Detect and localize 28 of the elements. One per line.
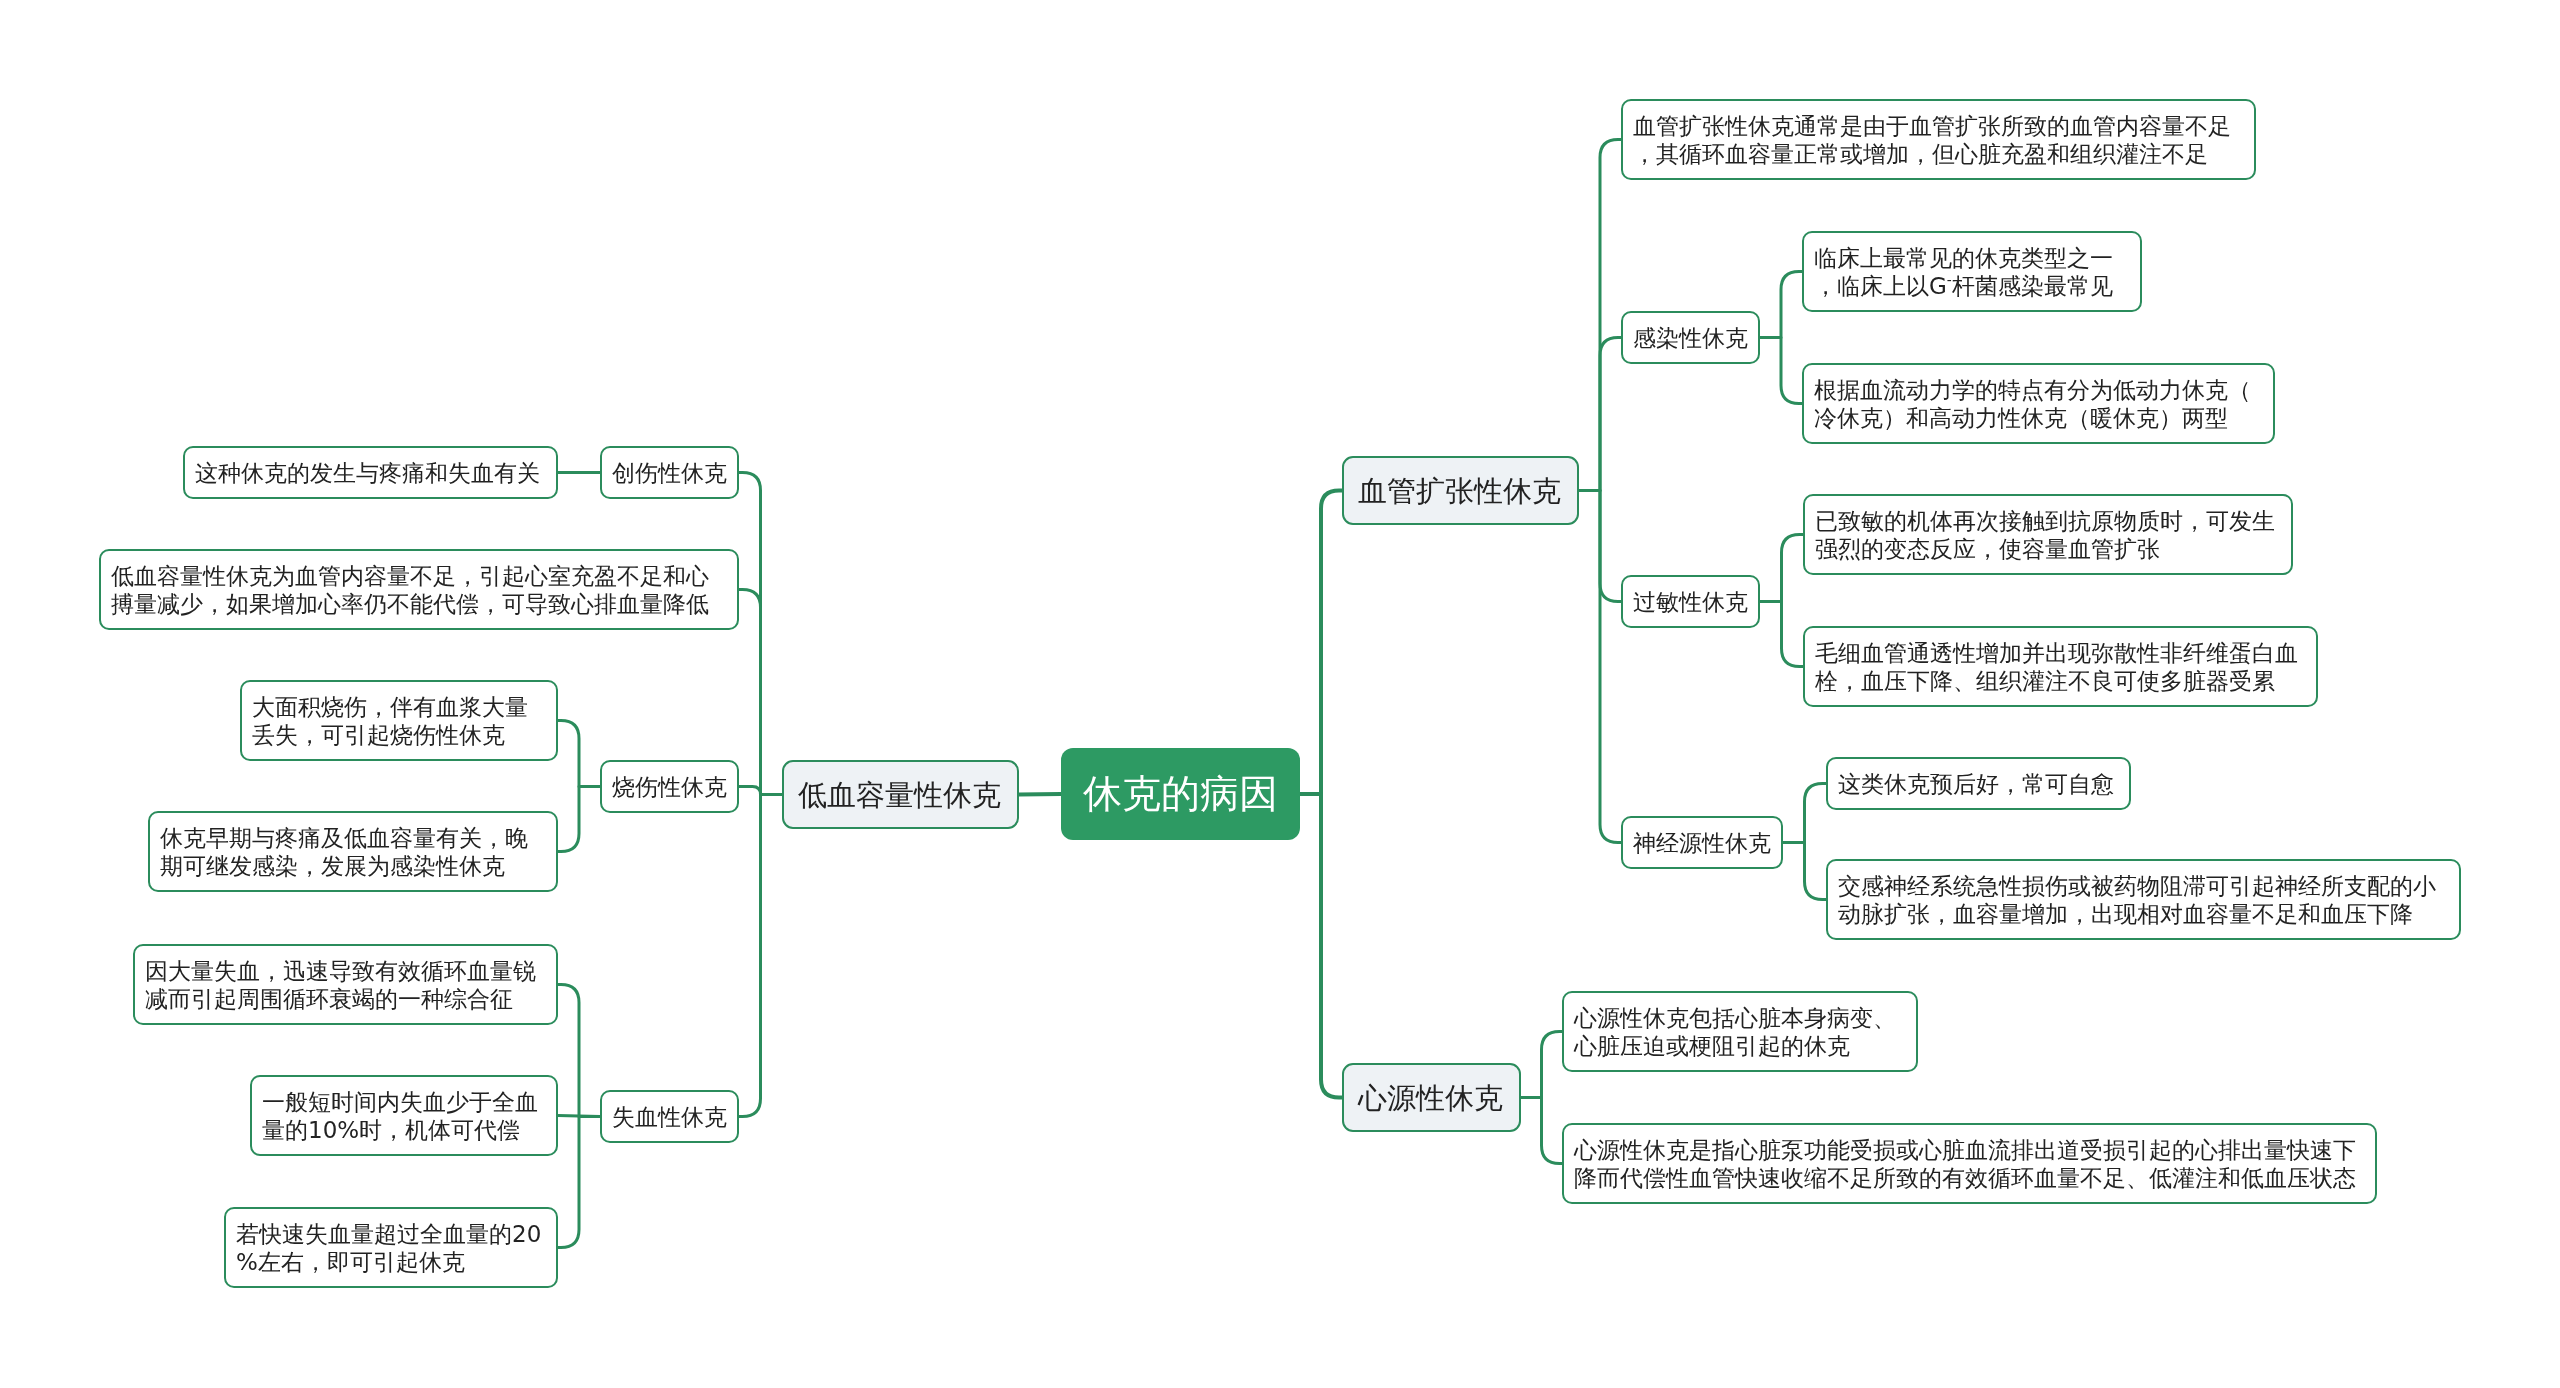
subtopic-box: 毛细血管通透性增加并出现弥散性非纤维蛋白血栓，血压下降、组织灌注不良可使多脏器受累 (1803, 626, 2318, 707)
subtopic-box: 大面积烧伤，伴有血浆大量丢失，可引起烧伤性休克 (240, 680, 558, 761)
subtopic-box: 心源性休克是指心脏泵功能受损或心脏血流排出道受损引起的心排出量快速下降而代偿性血管快速收缩不足所致的有效循环血量不足、低灌注和低血压状态 (1562, 1123, 2377, 1204)
main-topic-box: 低血容量性休克 (782, 760, 1019, 829)
subtopic-box: 失血性休克 (600, 1090, 739, 1143)
connector-line (558, 471, 600, 474)
subtopic-box: 临床上最常见的休克类型之一，临床上以G$^{-}$杆菌感染最常见 (1802, 231, 2142, 312)
subtopic-box: 这种休克的发生与疼痛和失血有关 (183, 446, 558, 499)
subtopic-box: 一般短时间内失血少于全血量的10%时，机体可代偿 (250, 1075, 558, 1156)
connector-line (1018, 792, 1062, 797)
subtopic-box: 这类休克预后好，常可自愈 (1826, 757, 2131, 810)
subtopic-box: 创伤性休克 (600, 446, 739, 499)
subtopic-box: 烧伤性休克 (600, 760, 739, 813)
central-topic-box: 休克的病因 (1061, 748, 1300, 840)
subtopic-box: 过敏性休克 (1621, 575, 1760, 628)
subtopic-box: 因大量失血，迅速导致有效循环血量锐减而引起周围循环衰竭的一种综合征 (133, 944, 558, 1025)
subtopic-box: 根据血流动力学的特点有分为低动力休克（冷休克）和高动力性休克（暖休克）两型 (1802, 363, 2275, 444)
subtopic-box: 神经源性休克 (1621, 816, 1783, 869)
subtopic-box: 若快速失血量超过全血量的20%左右，即可引起休克 (224, 1207, 558, 1288)
main-topic-box: 心源性休克 (1342, 1063, 1521, 1132)
subtopic-box: 心源性休克包括心脏本身病变、心脏压迫或梗阻引起的休克 (1562, 991, 1918, 1072)
subtopic-box: 感染性休克 (1621, 311, 1760, 364)
subtopic-box: 休克早期与疼痛及低血容量有关，晚期可继发感染，发展为感染性休克 (148, 811, 558, 892)
subtopic-box: 低血容量性休克为血管内容量不足，引起心室充盈不足和心搏量减少，如果增加心率仍不能代偿，可导致心排血量降低 (99, 549, 739, 630)
subtopic-box: 已致敏的机体再次接触到抗原物质时，可发生强烈的变态反应，使容量血管扩张 (1803, 494, 2293, 575)
subtopic-box: 血管扩张性休克通常是由于血管扩张所致的血管内容量不足，其循环血容量正常或增加，但心脏充盈和组织灌注不足 (1621, 99, 2256, 180)
subtopic-box: 交感神经系统急性损伤或被药物阻滞可引起神经所支配的小动脉扩张，血容量增加，出现相对血容量不足和血压下降 (1826, 859, 2461, 940)
main-topic-box: 血管扩张性休克 (1342, 456, 1579, 525)
